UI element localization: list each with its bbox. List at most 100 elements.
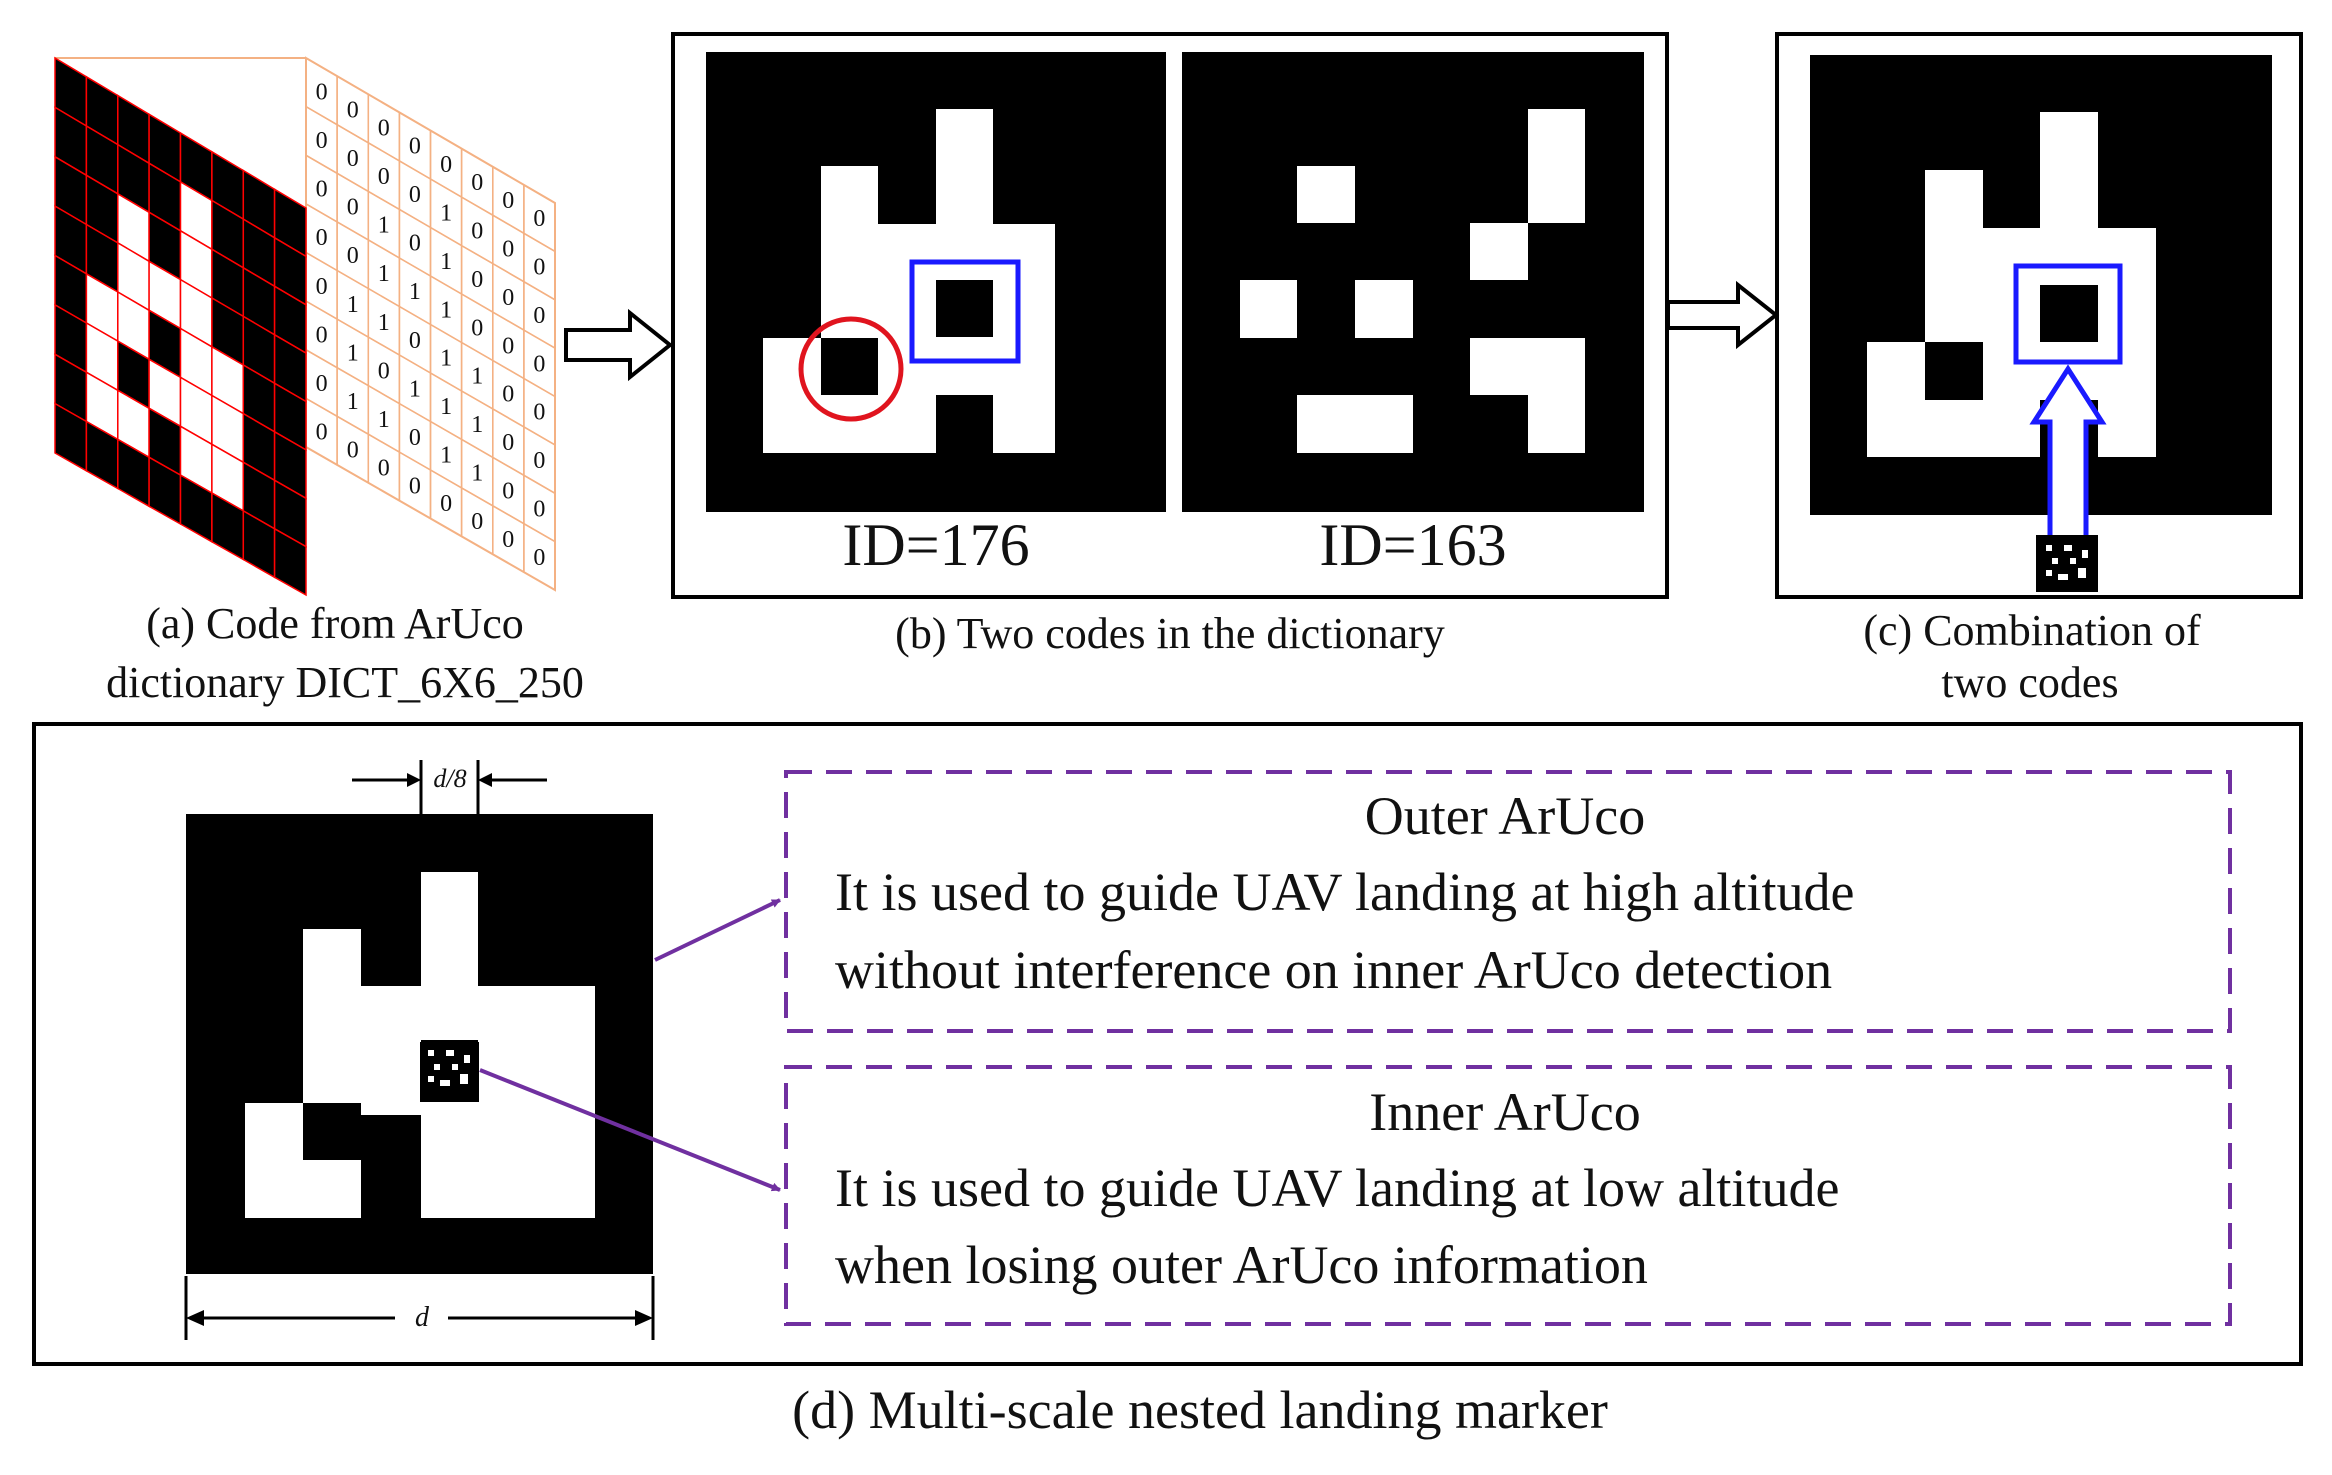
dimension-top-label: d/8: [433, 764, 466, 793]
bit-value-label: 1: [440, 394, 452, 420]
panel-a: 0000000000001000001010000011100001101100…: [54, 56, 584, 707]
panel-c-caption-line1: (c) Combination of: [1863, 606, 2201, 655]
combined-aruco-code: [1810, 55, 2272, 592]
panel-a-caption-line2: dictionary DICT_6X6_250: [106, 658, 584, 707]
bit-value-label: 0: [378, 164, 390, 190]
outer-pointer-arrow: [654, 898, 781, 962]
bit-value-label: 0: [347, 243, 359, 269]
bit-value-label: 0: [440, 491, 452, 517]
bit-value-label: 0: [533, 351, 545, 377]
bit-value-label: 0: [533, 400, 545, 426]
bit-value-label: 1: [378, 213, 390, 239]
bit-value-label: 0: [347, 146, 359, 172]
bit-value-label: 0: [378, 116, 390, 142]
dimension-d: [184, 1276, 655, 1340]
outer-aruco-box: [784, 770, 2232, 1033]
panel-d-caption: (d) Multi-scale nested landing marker: [792, 1380, 1608, 1440]
bit-value-label: 1: [440, 249, 452, 275]
bit-value-label: 0: [409, 425, 421, 451]
bit-value-label: 0: [533, 545, 545, 571]
bit-value-label: 1: [347, 292, 359, 318]
bit-value-label: 0: [409, 328, 421, 354]
bit-value-label: 0: [316, 371, 328, 397]
bit-value-label: 1: [440, 200, 452, 226]
bit-value-label: 1: [378, 261, 390, 287]
bit-value-label: 0: [316, 225, 328, 251]
panel-b-caption: (b) Two codes in the dictionary: [895, 609, 1445, 658]
bit-value-label: 1: [378, 407, 390, 433]
bit-value-label: 0: [409, 231, 421, 257]
bit-value-label: 0: [409, 134, 421, 160]
outer-aruco-text-line1: It is used to guide UAV landing at high …: [835, 862, 1854, 922]
value-cell: [523, 522, 556, 592]
code-176-id-label: ID=176: [842, 512, 1029, 578]
bit-value-label: 0: [471, 315, 483, 341]
bit-value-label: 0: [502, 188, 514, 214]
bit-value-label: 1: [409, 376, 421, 402]
panel-d: d/8 d Outer ArUco It is used to guide UA…: [32, 722, 2303, 1366]
bit-value-label: 0: [316, 177, 328, 203]
bit-value-label: 0: [316, 322, 328, 348]
panel-a-caption-line1: (a) Code from ArUco: [146, 599, 524, 648]
bit-value-label: 0: [502, 382, 514, 408]
aruco-bit-grid: [54, 56, 307, 597]
bit-value-label: 1: [471, 364, 483, 390]
bit-value-label: 0: [440, 152, 452, 178]
inner-pointer-arrow: [479, 1068, 781, 1192]
bit-value-label: 0: [533, 255, 545, 281]
bit-value-label: 0: [316, 274, 328, 300]
aruco-code-176: [706, 52, 1166, 512]
bit-value-label: 0: [502, 236, 514, 262]
inner-aruco-title: Inner ArUco: [1369, 1082, 1640, 1142]
bit-value-label: 1: [471, 412, 483, 438]
hollow-arrow-b-to-c: [1666, 280, 1780, 350]
panel-c-frame: [1775, 32, 2303, 599]
bit-value-label: 0: [347, 98, 359, 124]
bit-value-label: 0: [471, 509, 483, 535]
bit-value-label: 0: [533, 206, 545, 232]
bit-value-label: 0: [471, 218, 483, 244]
bit-value-label: 0: [502, 430, 514, 456]
bit-value-label: 0: [347, 195, 359, 221]
bit-value-label: 0: [533, 497, 545, 523]
bit-value-label: 0: [378, 455, 390, 481]
bit-value-label: 0: [502, 527, 514, 553]
inner-aruco-box: [784, 1065, 2232, 1326]
bit-value-label: 0: [533, 303, 545, 329]
bit-value-label: 0: [533, 448, 545, 474]
bit-value-label: 0: [378, 358, 390, 384]
dimension-d-over-8: [352, 760, 547, 816]
inner-aruco-text-line2: when losing outer ArUco information: [835, 1235, 1648, 1295]
panel-b: ID=176 ID=163 (b) Two codes in the dicti…: [671, 32, 1669, 658]
bit-value-label: 1: [440, 443, 452, 469]
bit-value-label: 0: [316, 79, 328, 105]
bit-value-label: 0: [502, 333, 514, 359]
binary-value-grid: 0000000000001000001010000011100001101100…: [305, 56, 556, 592]
panel-c-caption-line2: two codes: [1941, 658, 2118, 707]
bit-value-label: 0: [316, 420, 328, 446]
outer-aruco-text-line2: without interference on inner ArUco dete…: [835, 940, 1832, 1000]
outer-aruco-title: Outer ArUco: [1365, 786, 1645, 846]
bit-value-label: 1: [440, 346, 452, 372]
dimension-bottom-label: d: [415, 1302, 430, 1333]
bit-value-label: 1: [378, 310, 390, 336]
bit-value-label: 1: [347, 340, 359, 366]
bit-value-label: 0: [409, 182, 421, 208]
inner-aruco-text-line1: It is used to guide UAV landing at low a…: [835, 1158, 1839, 1218]
bit-value-label: 0: [471, 170, 483, 196]
panel-d-frame: [32, 722, 2303, 1366]
bit-value-label: 0: [502, 479, 514, 505]
bit-value-label: 1: [347, 389, 359, 415]
bit-value-label: 0: [347, 438, 359, 464]
bit-value-label: 1: [440, 297, 452, 323]
bit-value-label: 1: [409, 279, 421, 305]
bit-value-label: 0: [502, 285, 514, 311]
bit-cell: [273, 527, 307, 597]
bit-value-label: 0: [471, 267, 483, 293]
panel-c: (c) Combination of two codes: [1775, 32, 2303, 707]
code-163-id-label: ID=163: [1319, 512, 1506, 578]
bit-value-label: 0: [409, 473, 421, 499]
aruco-code-163: [1182, 52, 1644, 512]
nested-landing-marker: [186, 814, 653, 1274]
